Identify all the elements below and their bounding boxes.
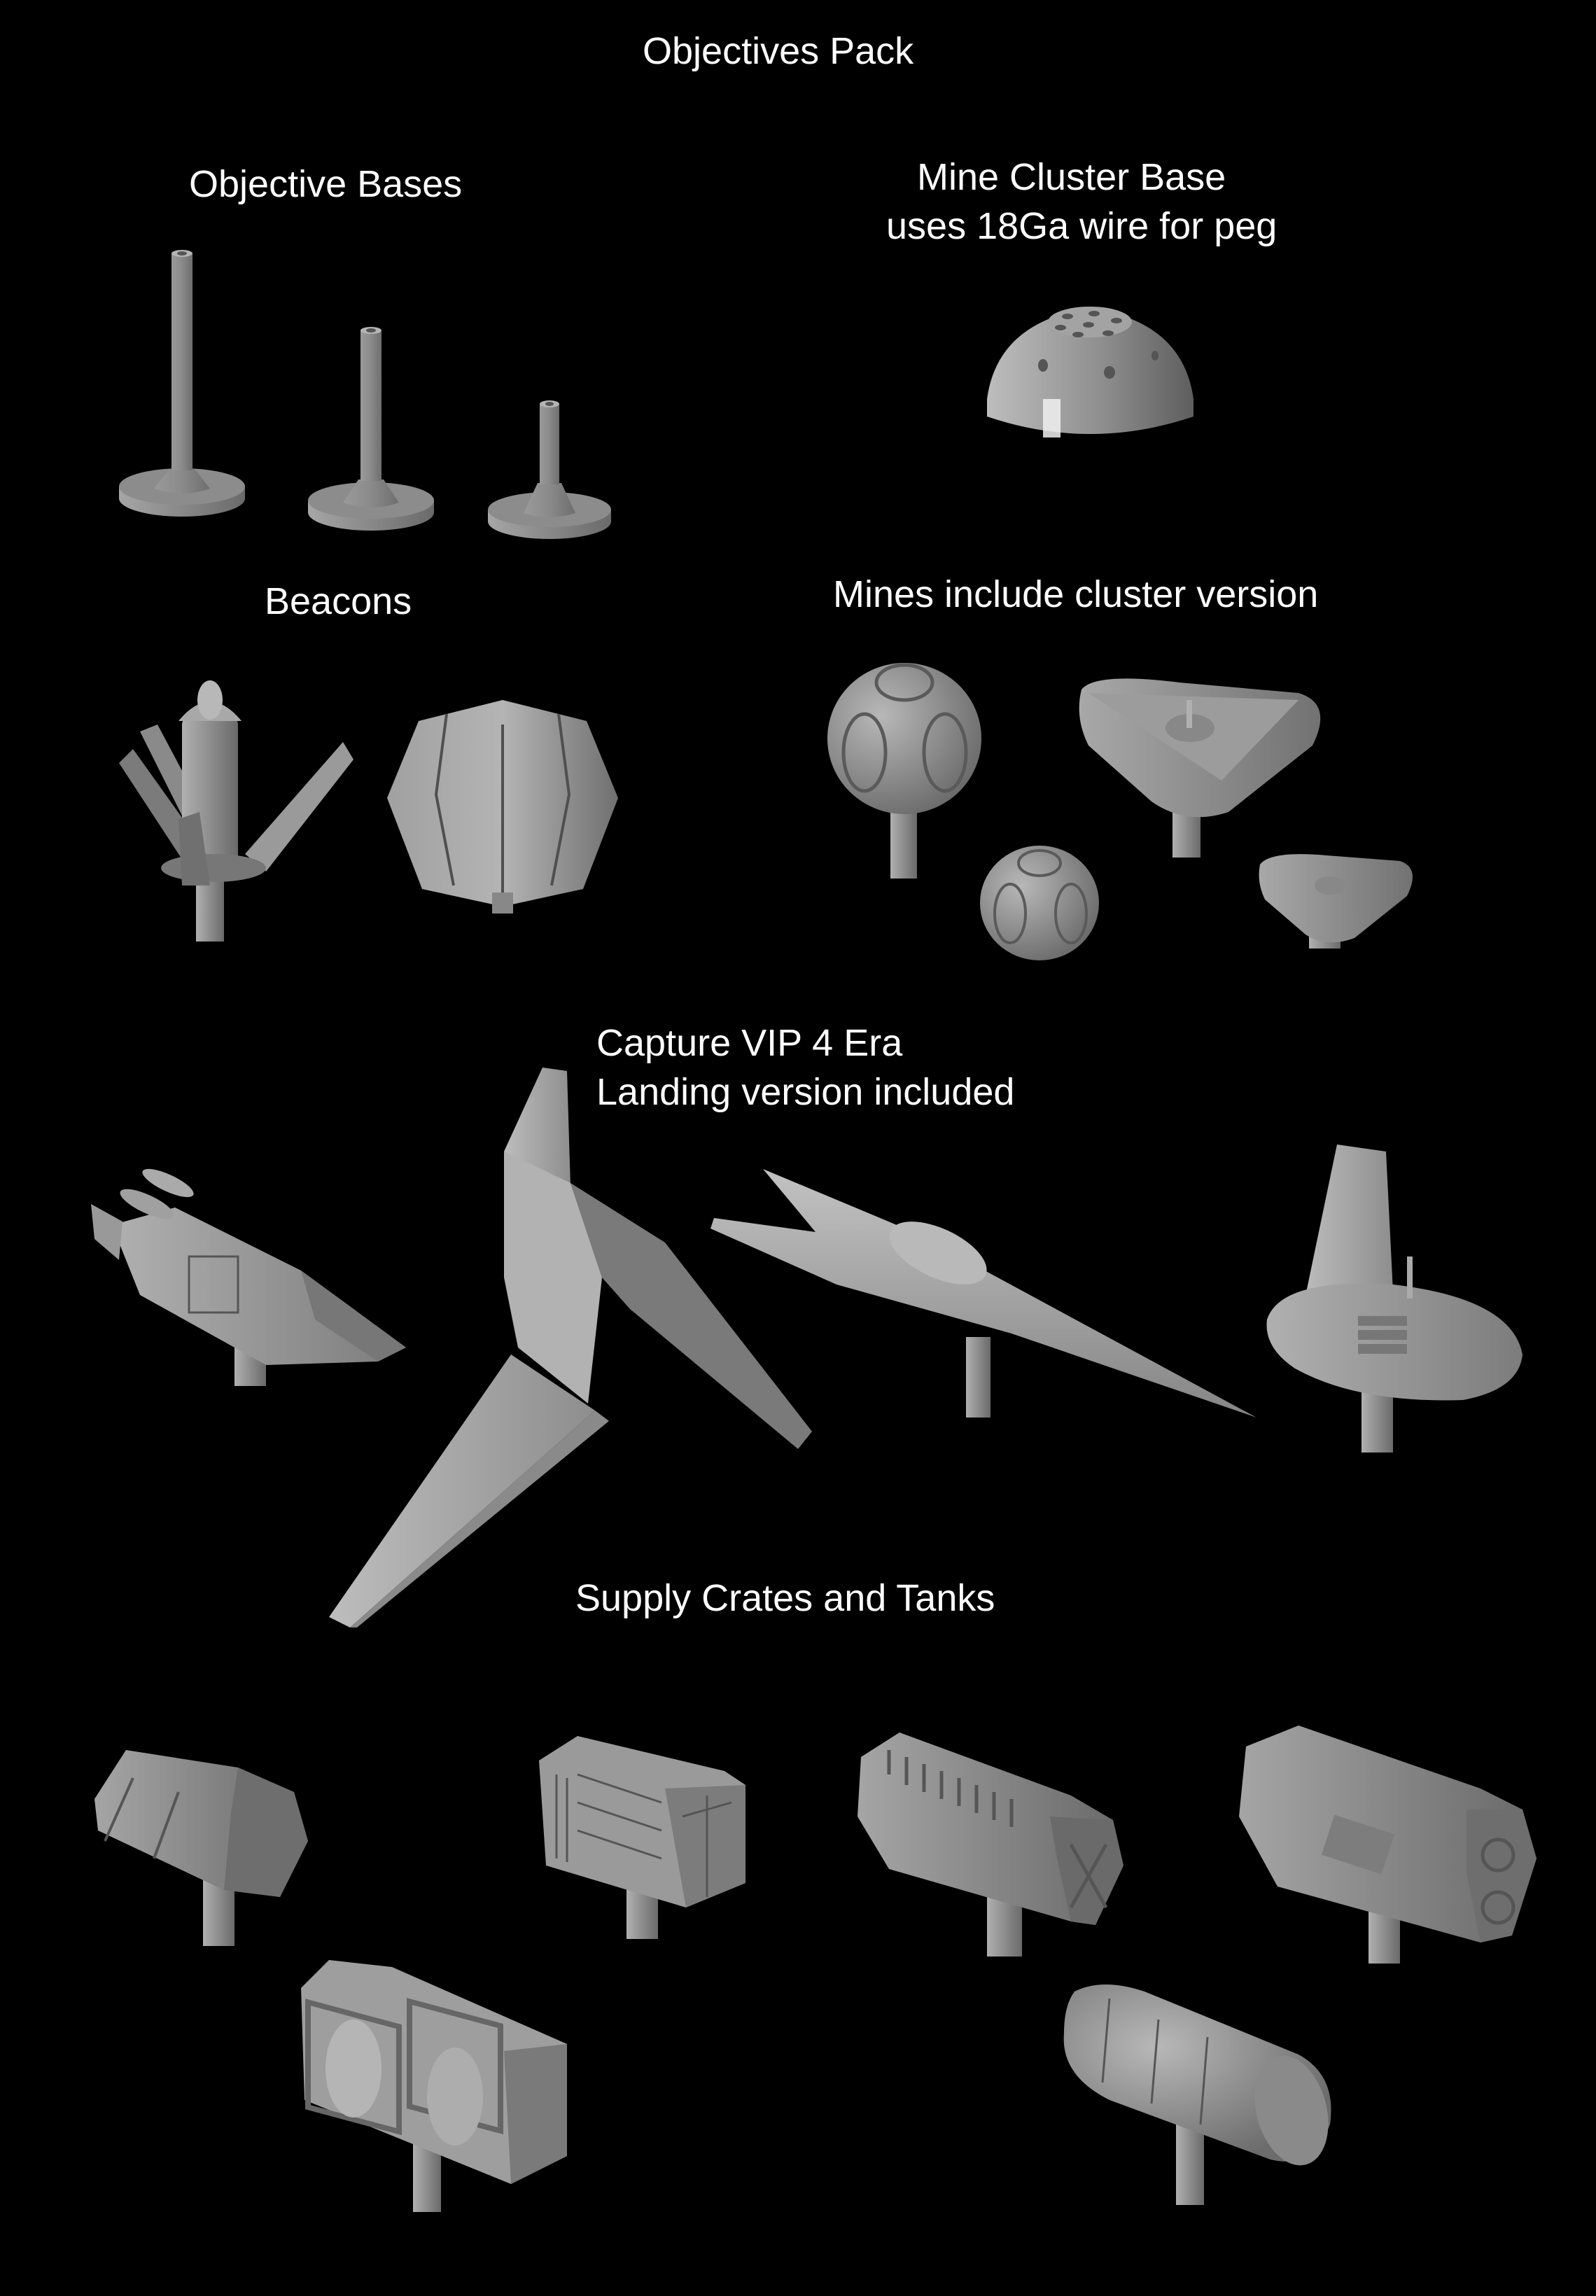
spherical-mine-small (979, 844, 1101, 962)
section-label-mine-cluster-note: uses 18Ga wire for peg (886, 205, 1278, 247)
crate-hex (84, 1729, 364, 1949)
section-label-beacons: Beacons (265, 580, 412, 622)
crate-box (536, 1732, 752, 1942)
shuttle-boxy (91, 1166, 406, 1390)
section-label-capture-vip: Capture VIP 4 Era (596, 1022, 903, 1064)
tank-octagonal-large (1236, 1718, 1544, 1963)
objective-base-medium (301, 322, 441, 539)
triangular-mine-small (1256, 847, 1421, 959)
objective-base-short (483, 396, 616, 546)
section-label-supply: Supply Crates and Tanks (575, 1577, 995, 1619)
triangular-mine-large (1074, 668, 1334, 861)
section-label-mine-cluster-base: Mine Cluster Base (917, 156, 1226, 198)
shuttle-lambda-landed (1253, 1138, 1526, 1456)
shuttle-lambda-flight (308, 1068, 812, 1628)
crate-frame-tanks (294, 1946, 581, 2212)
beacon-open-petals (112, 676, 357, 945)
section-label-objective-bases: Objective Bases (189, 163, 463, 205)
page-title: Objectives Pack (643, 30, 914, 72)
section-label-mines: Mines include cluster version (833, 573, 1319, 615)
tank-cylinder (1060, 1977, 1337, 2205)
objective-base-tall (112, 245, 252, 525)
section-label-landing-version: Landing version included (596, 1071, 1015, 1113)
beacon-closed-pod (384, 682, 622, 917)
shuttle-needle-nose (710, 1169, 1256, 1421)
spherical-mine-large (826, 658, 987, 882)
tank-octagonal-small (847, 1718, 1127, 1956)
mine-cluster-dome (983, 301, 1197, 448)
